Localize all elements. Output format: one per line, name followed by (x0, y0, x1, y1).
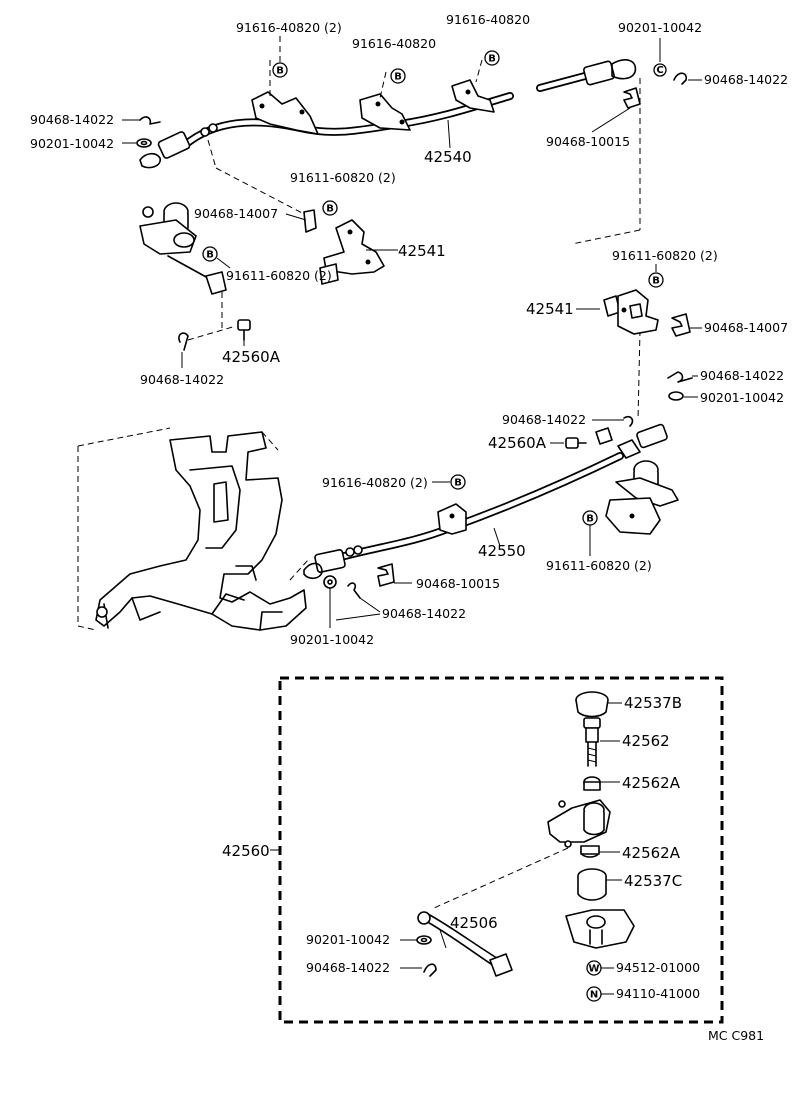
label-clip-right-1: 90468-14022 (700, 368, 784, 383)
washer-w-symbol: W (588, 964, 599, 975)
label-clip-right-2: 90468-14022 (502, 412, 586, 427)
inset-box (270, 676, 724, 1024)
lower-small-parts (323, 563, 412, 628)
label-assy-group: 42560 (222, 842, 270, 860)
nut-n-symbol: N (590, 990, 598, 1001)
bolt-b-symbol-4: B (326, 204, 334, 215)
label-bolt-top-1: 91616-40820 (2) (236, 20, 342, 35)
label-clip-14007-left: 90468-14007 (194, 206, 278, 221)
inset-parts: W N (400, 691, 635, 1002)
label-bracket-right: 42541 (526, 300, 574, 318)
bolt-b-symbol-1: B (276, 66, 284, 77)
label-cable-lower: 42550 (478, 542, 526, 560)
label-washer-w: 94512-01000 (616, 960, 700, 975)
bolt-b-symbol-8: B (586, 514, 594, 525)
label-clip-10015-upper: 90468-10015 (546, 134, 630, 149)
label-washer-lower: 90201-10042 (290, 632, 374, 647)
footer-code: MC C981 (708, 1028, 764, 1043)
label-boot-b: 42537B (624, 694, 682, 712)
top-small-parts: C (136, 63, 688, 148)
label-assy-left: 42560A (222, 348, 281, 366)
bolt-b-symbol-5: B (206, 250, 214, 261)
bolt-b-symbol-7: B (454, 478, 462, 489)
bolt-b-symbols: B B B B B B B B (202, 36, 664, 556)
label-leaders (122, 38, 702, 621)
label-bracket-left: 42541 (398, 242, 446, 260)
console-outline (77, 427, 309, 631)
label-clip-10015-lower: 90468-10015 (416, 576, 500, 591)
label-assy-right: 42560A (488, 434, 547, 452)
label-boot-c: 42537C (624, 872, 682, 890)
label-cable-upper: 42540 (424, 148, 472, 166)
left-assembly-small-parts (178, 319, 251, 368)
label-clip-inset: 90468-14022 (306, 960, 390, 975)
left-assembly (139, 202, 227, 295)
bolt-b-symbol-2: B (394, 72, 402, 83)
part-labels: 91616-40820 (2) 91616-40820 91616-40820 … (30, 12, 788, 1043)
cable-42550 (303, 423, 668, 580)
label-washer-inset: 90201-10042 (306, 932, 390, 947)
bolt-b-symbol-6: B (652, 276, 660, 287)
label-bolt-left-bracket-1: 91611-60820 (2) (290, 170, 396, 185)
label-bolt-top-2: 91616-40820 (352, 36, 436, 51)
label-bushing-top: 42562A (622, 774, 681, 792)
label-nut-n: 94110-41000 (616, 986, 700, 1001)
label-clip-14007-right: 90468-14007 (704, 320, 788, 335)
label-washer-right: 90201-10042 (700, 390, 784, 405)
right-assembly (565, 427, 679, 535)
label-bolt-right-bracket: 91611-60820 (2) (612, 248, 718, 263)
label-bolt-top-3: 91616-40820 (446, 12, 530, 27)
label-clip-top-right: 90468-14022 (704, 72, 788, 87)
bolt-b-symbol-3: B (488, 54, 496, 65)
label-bushing-bottom: 42562A (622, 844, 681, 862)
label-rod: 42506 (450, 914, 498, 932)
label-washer-top-left: 90201-10042 (30, 136, 114, 151)
label-clip-top-left: 90468-14022 (30, 112, 114, 127)
bracket-42541-right (576, 289, 691, 337)
label-bolt: 42562 (622, 732, 670, 750)
cable-42540 (139, 59, 637, 169)
label-bolt-right-lower: 91611-60820 (2) (546, 558, 652, 573)
label-bolt-left-bracket-2: 91611-60820 (2) (226, 268, 332, 283)
label-washer-top-right: 90201-10042 (618, 20, 702, 35)
label-clip-lower: 90468-14022 (382, 606, 466, 621)
label-clip-left-assy: 90468-14022 (140, 372, 224, 387)
label-bolt-mid: 91616-40820 (2) (322, 475, 428, 490)
washer-c-symbol: C (656, 65, 663, 76)
bracket-42541-left (303, 209, 398, 285)
right-small-parts (623, 371, 693, 427)
